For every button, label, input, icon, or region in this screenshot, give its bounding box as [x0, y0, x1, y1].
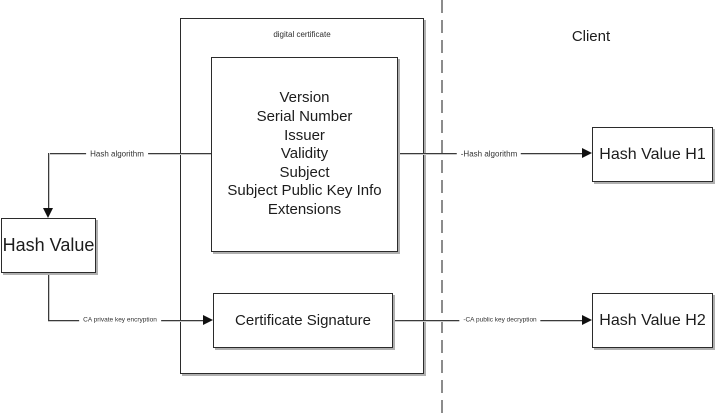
client-area-title: Client: [571, 28, 611, 45]
ca-private-key-encryption-label: CA private key encryption: [79, 316, 161, 323]
hash-value-box: Hash Value: [1, 218, 96, 273]
connector-down-from-hash-value: [47, 273, 49, 320]
hash-value-h2-box: Hash Value H2: [592, 293, 713, 348]
field-issuer: Issuer: [284, 126, 325, 144]
field-validity: Validity: [280, 145, 329, 163]
hash-value-label: Hash Value: [2, 235, 95, 255]
connector-down-to-hash-value: [47, 152, 49, 210]
digital-certificate-title: digital certificate: [273, 30, 331, 39]
certificate-signature-label: Certificate Signature: [235, 312, 371, 329]
hash-value-h1-box: Hash Value H1: [592, 127, 713, 182]
arrowhead-into-hash-value: [43, 208, 53, 218]
hash-algorithm-label-left: Hash algorithm: [86, 149, 148, 158]
field-serial-number: Serial Number: [256, 108, 353, 126]
field-subject: Subject: [279, 163, 330, 181]
hash-algorithm-label-right: -Hash algorithm: [456, 149, 522, 158]
arrowhead-into-certificate-signature: [203, 315, 213, 325]
certificate-fields-box: Version Serial Number Issuer Validity Su…: [211, 57, 398, 252]
hash-value-h2-label: Hash Value H2: [599, 311, 706, 329]
digital-certificate-box: digital certificate: [180, 18, 424, 374]
arrowhead-into-hash-value-h2: [582, 315, 592, 325]
field-subject-public-key-info: Subject Public Key Info: [227, 182, 382, 200]
field-extensions: Extensions: [267, 200, 342, 218]
hash-value-h1-label: Hash Value H1: [599, 145, 706, 163]
arrowhead-into-hash-value-h1: [582, 148, 592, 158]
client-boundary-dashed-line: [441, 0, 443, 416]
certificate-signature-box: Certificate Signature: [213, 293, 393, 348]
field-version: Version: [279, 89, 330, 107]
ca-public-key-decryption-label: -CA public key decryption: [459, 316, 541, 323]
